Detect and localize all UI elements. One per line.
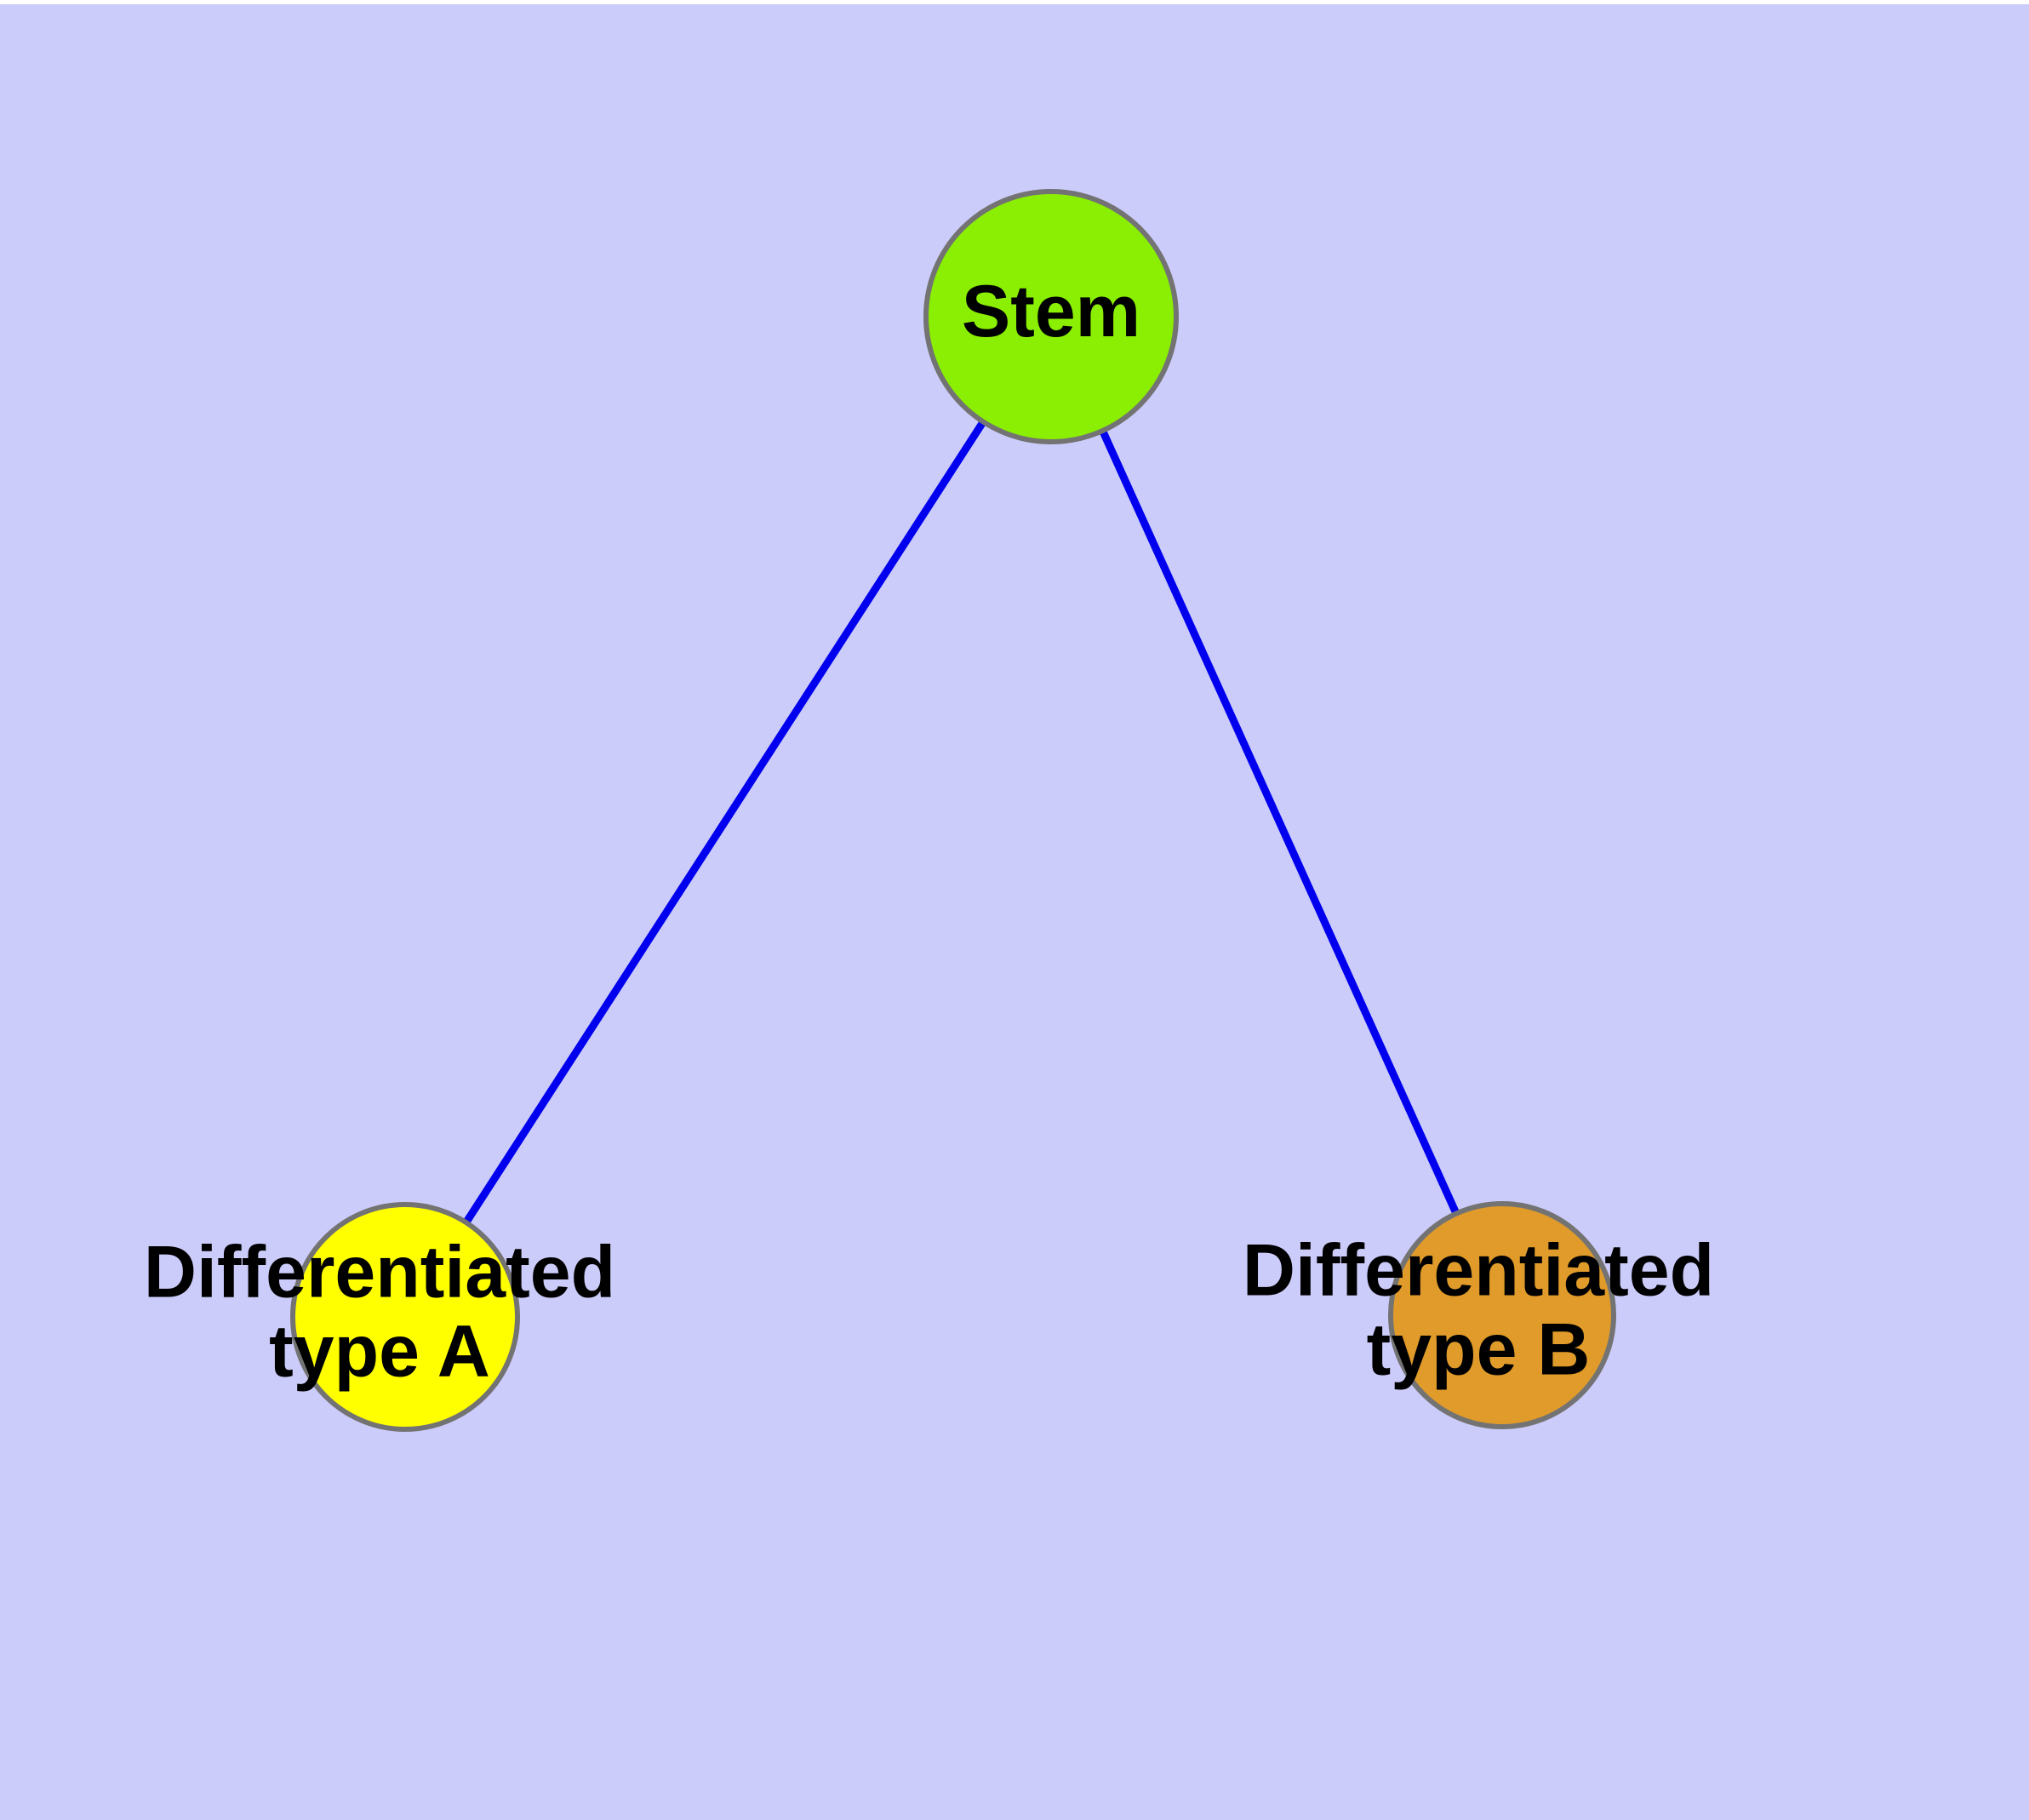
graph-node-diff_b[interactable]: [1388, 1201, 1616, 1429]
label-line: Differentiated: [1243, 1229, 1714, 1311]
label-line: type B: [1367, 1308, 1591, 1390]
graph-edge-stem-diff_b[interactable]: [1099, 430, 1460, 1215]
graph-edge-stem-diff_a[interactable]: [463, 420, 986, 1224]
label-line: Stem: [962, 271, 1140, 352]
graph-node-stem[interactable]: [923, 189, 1179, 444]
nodes-layer: [290, 189, 1616, 1432]
label-line: Differentiated: [144, 1231, 615, 1313]
label-line: type A: [269, 1310, 490, 1392]
graph-node-label-stem: Stem: [962, 271, 1140, 352]
graph-node-diff_a[interactable]: [290, 1202, 520, 1432]
edges-layer: [463, 420, 1460, 1224]
